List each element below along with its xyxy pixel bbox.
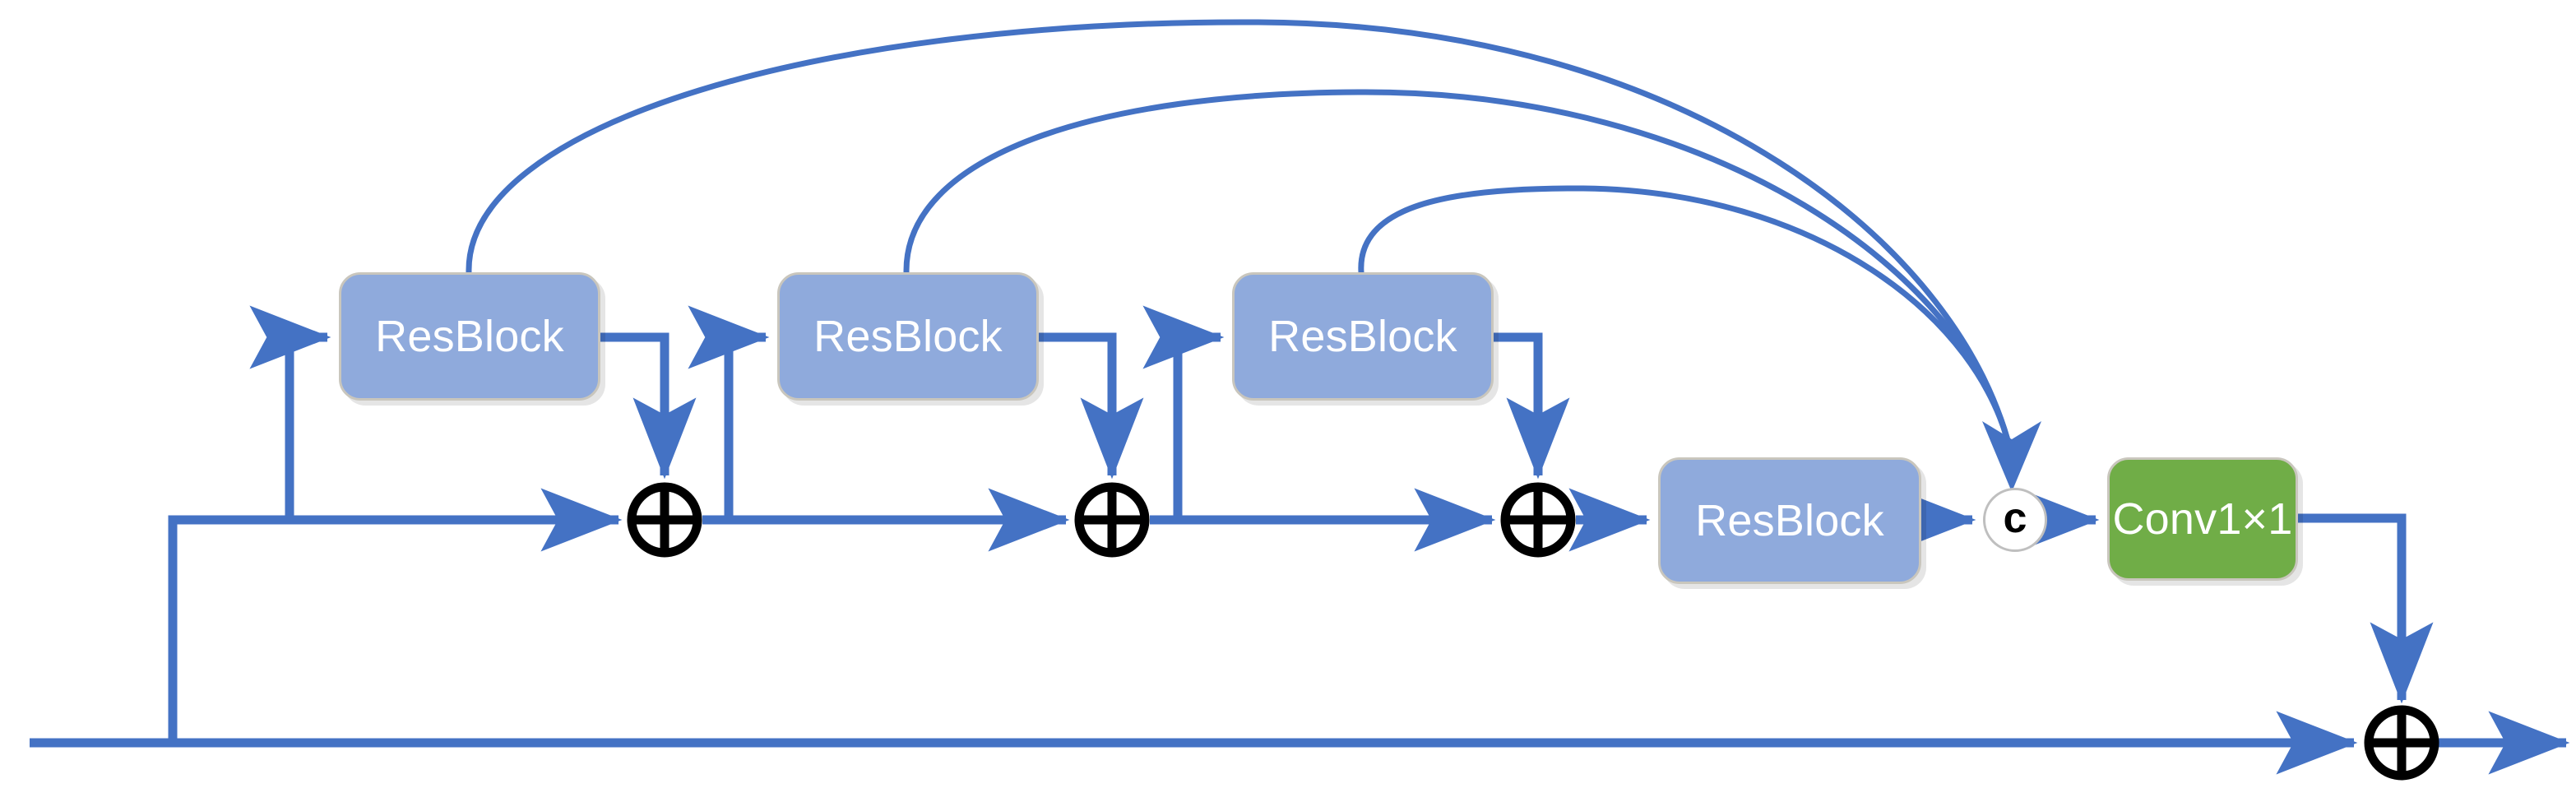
- concat-node[interactable]: c: [1983, 488, 2047, 552]
- wire-mainrow-to-resblock-2: [688, 305, 770, 520]
- block-label: ResBlock: [1695, 496, 1884, 545]
- block-resblock-3[interactable]: ResBlock: [1232, 272, 1494, 401]
- skip-curve-resblock-3-to-concat: [1358, 185, 2015, 461]
- wire-mainrow-to-resblock-3: [1142, 305, 1225, 520]
- wire-resblock-2-to-add-2: [1039, 332, 1144, 480]
- skip-curve-resblock-1-to-concat: [466, 19, 2015, 461]
- block-label: ResBlock: [813, 312, 1003, 361]
- wire-mainrow-to-resblock-1: [249, 305, 331, 520]
- block-label: ResBlock: [375, 312, 564, 361]
- block-label: Conv1×1: [2112, 494, 2293, 544]
- block-resblock-4[interactable]: ResBlock: [1658, 457, 1921, 584]
- wire-resblock-1-to-add-1: [600, 332, 697, 480]
- block-resblock-2[interactable]: ResBlock: [777, 272, 1039, 401]
- block-label: ResBlock: [1268, 312, 1457, 361]
- wire-resblock-3-to-add-3: [1494, 332, 1570, 480]
- wire-conv-to-add-out: [2298, 513, 2434, 704]
- block-resblock-1[interactable]: ResBlock: [339, 272, 600, 401]
- skip-curve-resblock-2-to-concat: [903, 89, 2015, 461]
- block-conv1x1[interactable]: Conv1×1: [2107, 457, 2298, 581]
- concat-label: c: [2003, 494, 2027, 542]
- add-operator-glyphs: [627, 482, 2439, 781]
- skip-curve-arrowhead-into-concat: [1982, 421, 2041, 492]
- wire-trunk-to-mainrow: [168, 488, 623, 743]
